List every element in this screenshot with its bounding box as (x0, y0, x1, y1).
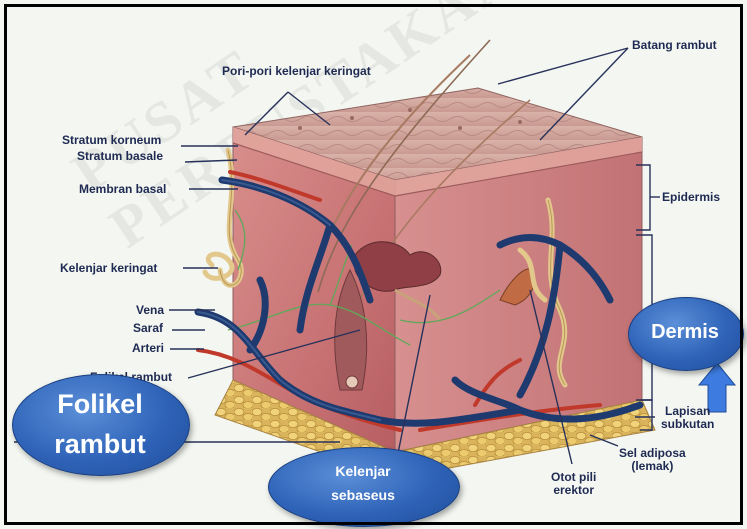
image-border (4, 4, 743, 525)
